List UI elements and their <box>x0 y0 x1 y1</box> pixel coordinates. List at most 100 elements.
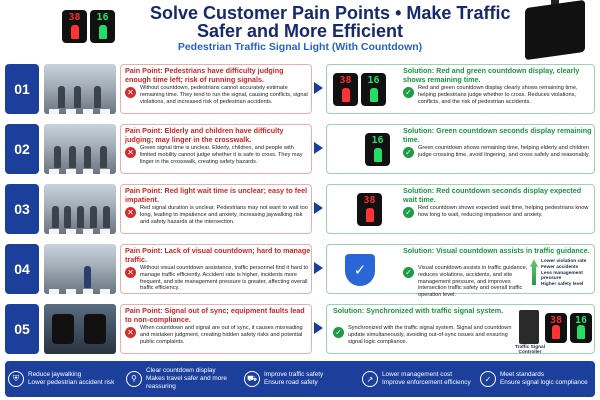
arrow-right-icon <box>314 82 323 94</box>
red-countdown-number: 38 <box>363 195 376 206</box>
signal-housing-icon <box>505 0 595 61</box>
pain-point-card: Pain Point: Signal out of sync; equipmen… <box>120 304 312 354</box>
row-number-badge: 04 <box>5 244 39 294</box>
benefit-line2: Ensure signal logic compliance <box>500 379 588 386</box>
benefit-line1: Clear countdown display <box>146 367 216 375</box>
benefit-line2: Makes travel safer and more reassuring <box>146 375 227 390</box>
green-countdown-number: 16 <box>367 75 380 86</box>
check-icon: ✓ <box>333 327 344 338</box>
red-countdown-signal: 38 <box>333 73 358 106</box>
pain-point-title: Pain Point: Red light wait time is uncle… <box>125 186 308 204</box>
solution-title: Solution: Red and green countdown displa… <box>403 66 580 84</box>
check-icon: ✓ <box>403 147 414 158</box>
car-icon: ⛟ <box>244 371 260 387</box>
solution-text: Visual countdown assists in traffic guid… <box>418 265 528 299</box>
solution-signal-pair: 38 16 <box>545 313 592 343</box>
benefit-line1: Lower management cost <box>382 371 452 379</box>
signal-housing <box>525 0 585 61</box>
solution-text: Red countdown shows expected wait time, … <box>418 205 589 218</box>
walk-pedestrian-icon <box>577 325 585 339</box>
row-05: 05 Pain Point: Signal out of sync; equip… <box>5 300 595 360</box>
header: 38 16 Solve Customer Pain Points • Make … <box>0 0 600 61</box>
walk-icon: ⚲ <box>126 370 142 387</box>
red-countdown-signal: 38 <box>62 10 87 43</box>
chart-icon: ↗ <box>362 371 378 387</box>
controller-label: Traffic Signal Controller <box>514 345 546 356</box>
growth-item: Fewer accidents <box>541 264 579 270</box>
check-icon: ✓ <box>403 267 414 278</box>
pain-point-card: Pain Point: Elderly and children have di… <box>120 124 312 174</box>
benefit-line2: Lower pedestrian accident risk <box>28 379 115 386</box>
row-photo <box>44 244 116 294</box>
row-photo <box>44 124 116 174</box>
arrow-right-icon <box>314 322 323 334</box>
walk-pedestrian-icon <box>98 25 107 39</box>
pain-point-card: Pain Point: Red light wait time is uncle… <box>120 184 312 234</box>
benefit-line2: Ensure road safety <box>264 379 318 386</box>
row-number-badge: 03 <box>5 184 39 234</box>
pain-point-title: Pain Point: Pedestrians have difficulty … <box>125 66 284 84</box>
row-photo <box>44 304 116 354</box>
solution-title: Solution: Red countdown seconds display … <box>403 186 582 204</box>
benefit-line2: Improve enforcement efficiency <box>382 379 471 386</box>
benefit-line1: Improve traffic safety <box>264 371 324 379</box>
solution-text: Synchronized with the traffic signal sys… <box>348 325 512 345</box>
stop-pedestrian-icon <box>552 325 560 339</box>
pain-point-card: Pain Point: Pedestrians have difficulty … <box>120 64 312 114</box>
row-photo <box>44 64 116 114</box>
row-number-badge: 02 <box>5 124 39 174</box>
green-countdown-number: 16 <box>574 315 588 326</box>
green-countdown-signal: 16 <box>361 73 386 106</box>
pain-point-text: Without visual countdown assistance, tra… <box>140 265 309 292</box>
growth-arrow-icon <box>530 259 538 285</box>
pain-point-title: Pain Point: Signal out of sync; equipmen… <box>125 306 305 324</box>
stop-pedestrian-icon <box>365 208 374 222</box>
walk-pedestrian-icon <box>373 148 382 162</box>
row-03: 03 Pain Point: Red light wait time is un… <box>5 180 595 240</box>
solution-card: 38 16 Solution: Red and green countdown … <box>326 64 595 114</box>
solution-text: Green countdown shows remaining time, he… <box>418 145 590 158</box>
row-number-badge: 01 <box>5 64 39 114</box>
red-countdown-number: 38 <box>339 75 352 86</box>
x-icon: ✕ <box>125 327 136 338</box>
growth-list: Lower violation rate Fewer accidents Les… <box>541 259 593 288</box>
pain-point-text: Green signal time is unclear. Elderly, c… <box>140 145 303 165</box>
row-number-badge: 05 <box>5 304 39 354</box>
check-icon: ✓ <box>480 371 496 387</box>
pain-point-title: Pain Point: Lack of visual countdown; ha… <box>125 246 311 264</box>
x-icon: ✕ <box>125 267 136 278</box>
page-title-line2: Safer and More Efficient <box>196 21 404 41</box>
solution-signal-pair: 38 16 <box>333 73 386 106</box>
solution-card: 38 Solution: Red countdown seconds displ… <box>326 184 595 234</box>
check-icon: ✓ <box>403 87 414 98</box>
solution-title: Solution: Synchronized with traffic sign… <box>333 306 504 315</box>
green-countdown-signal: 16 <box>90 10 115 43</box>
walk-pedestrian-icon <box>369 88 378 102</box>
green-countdown-signal: 16 <box>365 133 390 166</box>
green-countdown-signal: 16 <box>570 313 592 343</box>
pain-point-text: Red signal duration is unclear. Pedestri… <box>140 205 308 225</box>
solution-signal-single: 38 <box>357 193 382 226</box>
stop-pedestrian-icon <box>70 25 79 39</box>
solution-card: 16 Solution: Green countdown seconds dis… <box>326 124 595 174</box>
solution-card: ✓ Solution: Visual countdown assists in … <box>326 244 595 298</box>
row-04: 04 Pain Point: Lack of visual countdown;… <box>5 240 595 300</box>
signal-controller-icon <box>519 310 539 344</box>
solution-signal-single: 16 <box>365 133 390 166</box>
x-icon: ✕ <box>125 207 136 218</box>
row-01: 01 Pain Point: Pedestrians have difficul… <box>5 60 595 120</box>
title-suffix: Make Traffic <box>406 3 511 23</box>
check-icon: ✓ <box>403 207 414 218</box>
solution-title: Solution: Green countdown seconds displa… <box>403 126 592 144</box>
page-subtitle: Pedestrian Traffic Signal Light (With Co… <box>177 41 423 53</box>
green-countdown-number: 16 <box>96 12 109 23</box>
pain-point-text: When countdown and signal are out of syn… <box>140 325 303 345</box>
red-countdown-signal: 38 <box>545 313 567 343</box>
shield-check-icon: ✓ <box>345 254 375 286</box>
arrow-right-icon <box>314 262 323 274</box>
red-countdown-signal: 38 <box>357 193 382 226</box>
